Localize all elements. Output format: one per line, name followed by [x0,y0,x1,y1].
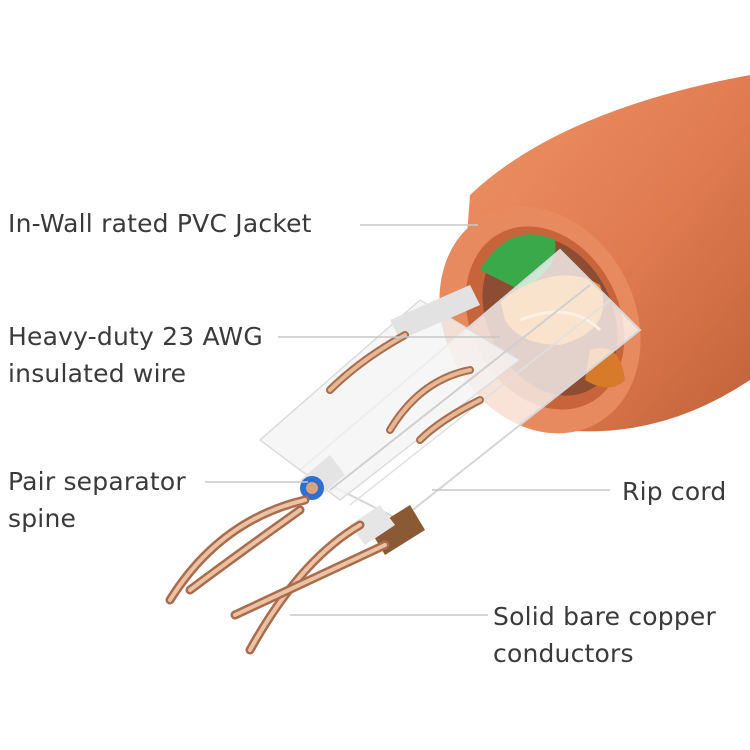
label-rip-cord: Rip cord [622,473,726,510]
leader-lines [205,224,610,616]
label-insulated-wire: Heavy-duty 23 AWG insulated wire [8,318,263,392]
label-insulated-wire-line2: insulated wire [8,359,187,388]
label-rip-cord-text: Rip cord [622,477,727,506]
label-copper-conductors-line1: Solid bare copper [493,602,716,631]
copper-conductors [165,331,484,655]
label-separator-spine-line2: spine [8,504,77,533]
label-copper-conductors: Solid bare copper conductors [493,598,716,672]
label-copper-conductors-line2: conductors [493,639,634,668]
label-separator-spine-line1: Pair separator [8,467,186,496]
label-pvc-jacket: In-Wall rated PVC Jacket [8,205,312,242]
label-pvc-jacket-text: In-Wall rated PVC Jacket [8,209,312,238]
label-separator-spine: Pair separator spine [8,463,186,537]
label-insulated-wire-line1: Heavy-duty 23 AWG [8,322,263,351]
